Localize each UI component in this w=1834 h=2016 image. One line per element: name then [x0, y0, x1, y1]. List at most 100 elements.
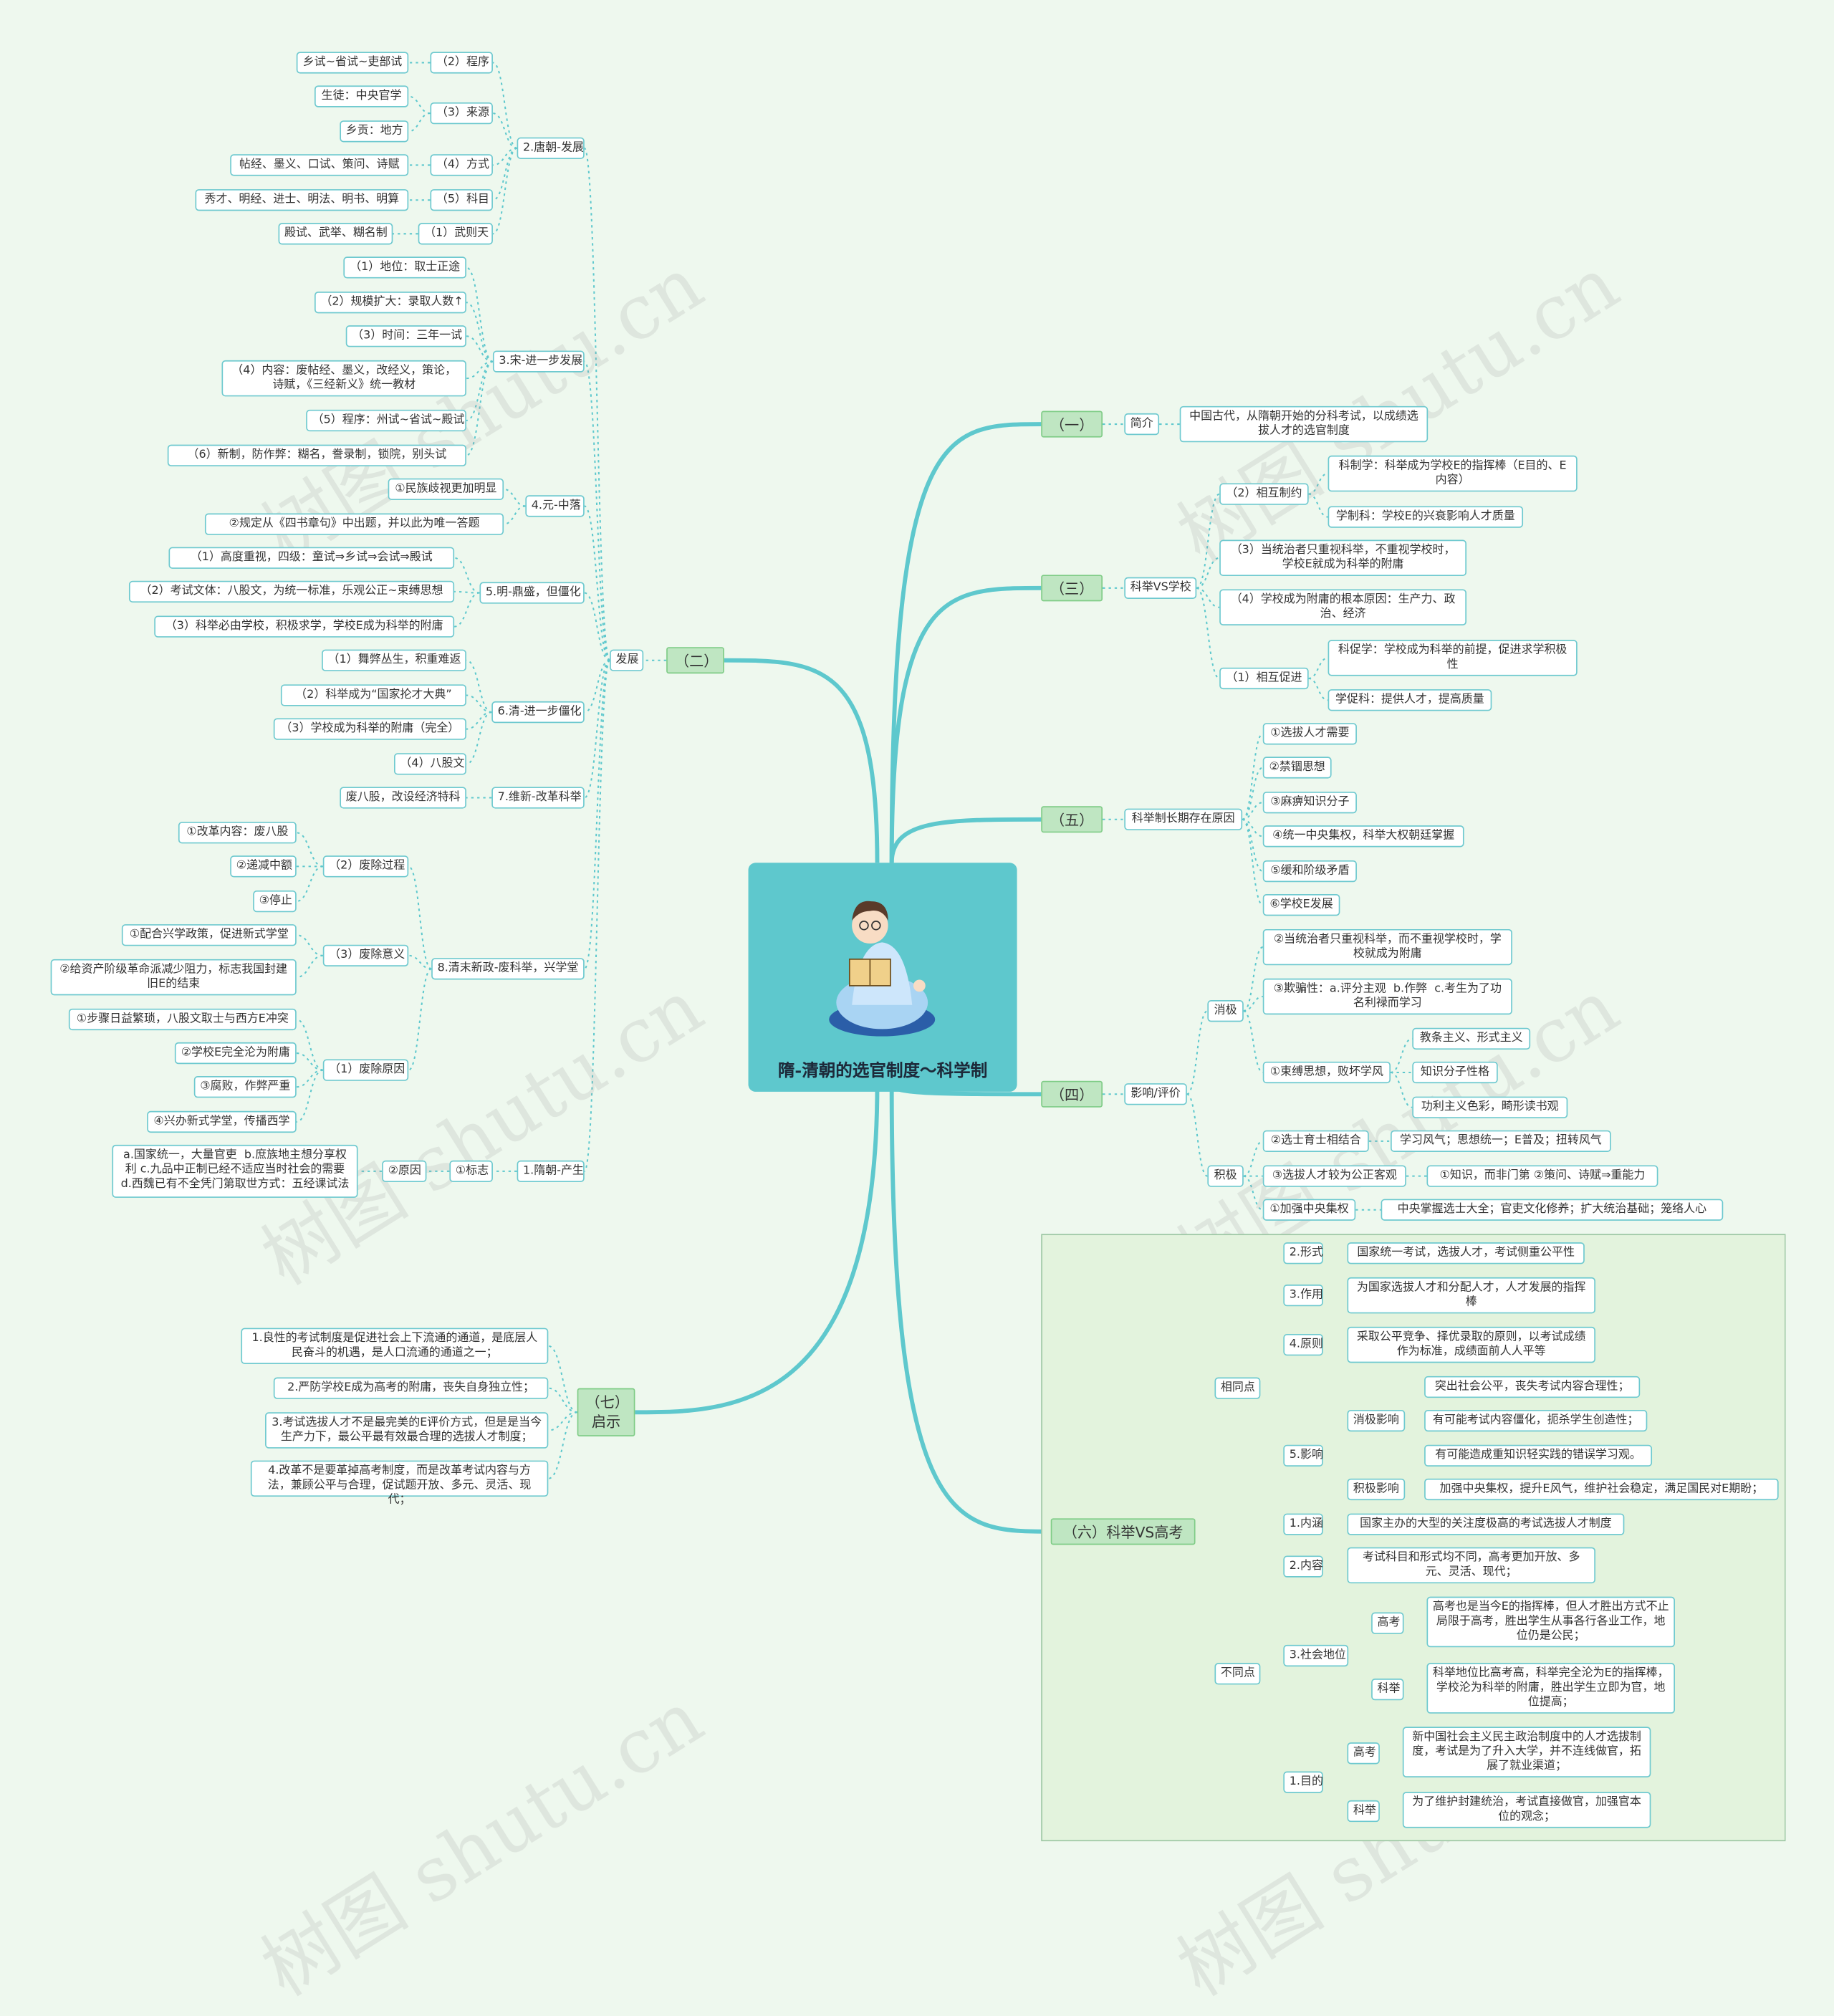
- node-w2[interactable]: ②禁锢思想: [1262, 757, 1332, 779]
- node-q-1[interactable]: （1）舞弊丛生，积重难返: [322, 649, 466, 671]
- node-s1b[interactable]: 学促科：提供人才，提高质量: [1328, 689, 1492, 711]
- node-wu-h[interactable]: 科举制长期存在原因: [1124, 808, 1243, 830]
- node-er[interactable]: （二）: [666, 647, 724, 674]
- node-xt3a[interactable]: 为国家选拔人才和分配人才，人才发展的指挥棒: [1347, 1277, 1595, 1314]
- node-xt1[interactable]: 1.内涵: [1283, 1513, 1323, 1535]
- node-bt3k[interactable]: 科举: [1371, 1679, 1404, 1701]
- node-t2[interactable]: （2）程序: [430, 52, 493, 74]
- node-xt5[interactable]: 5.影响: [1283, 1444, 1323, 1467]
- node-yi[interactable]: （一）: [1041, 411, 1103, 438]
- node-qm3b[interactable]: ②给资产阶级革命派减少阻力，标志我国封建旧E的结束: [50, 959, 297, 996]
- node-qm2b[interactable]: ②递减中额: [230, 855, 297, 878]
- node-xt1a[interactable]: 国家主办的大型的关注度极高的考试选拔人才制度: [1347, 1513, 1625, 1535]
- node-sui2[interactable]: ②原因: [382, 1160, 427, 1183]
- node-liu[interactable]: （六）科举VS高考: [1050, 1518, 1196, 1545]
- node-ming[interactable]: 5.明-鼎盛，但僵化: [479, 582, 585, 604]
- node-w5[interactable]: ⑤缓和阶级矛盾: [1262, 860, 1357, 883]
- node-qm3a[interactable]: ①配合兴学政策，促进新式学堂: [121, 924, 297, 946]
- node-t1[interactable]: （1）武则天: [418, 223, 493, 245]
- node-wu[interactable]: （五）: [1041, 806, 1103, 833]
- node-xt[interactable]: 相同点: [1214, 1377, 1261, 1399]
- node-sg2[interactable]: （2）规模扩大：录取人数↑: [315, 292, 466, 314]
- node-jj2[interactable]: ②选士育士相结合: [1262, 1130, 1369, 1152]
- node-t3a[interactable]: 生徒：中央官学: [315, 85, 409, 107]
- node-si-h[interactable]: 影响/评价: [1124, 1083, 1187, 1105]
- node-xt5j1[interactable]: 加强中央集权，提升E风气，维护社会稳定，满足国民对E期盼；: [1424, 1478, 1779, 1501]
- node-m1[interactable]: （1）高度重视，四级：童试⇒乡试⇒会试⇒殿试: [168, 547, 455, 569]
- node-sg1[interactable]: （1）地位：取士正途: [343, 256, 466, 279]
- node-xt5x2[interactable]: 有可能考试内容僵化，扼杀学生创造性；: [1424, 1409, 1648, 1432]
- node-jj1[interactable]: ①加强中央集权: [1262, 1199, 1356, 1221]
- node-qm1b[interactable]: ②学校E完全沦为附庸: [174, 1042, 297, 1065]
- node-xt5x[interactable]: 消极影响: [1347, 1409, 1406, 1432]
- node-yuan[interactable]: 4.元-中落: [525, 495, 585, 517]
- node-qm1c[interactable]: ③腐败，作弊严重: [193, 1076, 297, 1098]
- node-xt3[interactable]: 3.作用: [1283, 1285, 1323, 1307]
- node-q-2[interactable]: （2）科举成为“国家抡才大典”: [280, 684, 466, 706]
- node-san[interactable]: （三）: [1041, 575, 1103, 602]
- node-sg4[interactable]: （4）内容：废帖经、墨义，改经义，策论，诗赋，《三经新义》统一教材: [221, 360, 466, 397]
- node-q3[interactable]: 3.考试选拔人才不是最完美的E评价方式，但是是当今生产力下，最公平最有效最合理的…: [265, 1412, 549, 1449]
- node-y1[interactable]: ①民族歧视更加明显: [388, 478, 504, 501]
- node-t5[interactable]: （5）科目: [430, 189, 493, 211]
- node-jj1a[interactable]: 中央掌握选士大全；官吏文化修养；扩大统治基础；笼络人心: [1381, 1199, 1724, 1221]
- node-wxa[interactable]: 废八股，改设经济特科: [340, 787, 466, 809]
- node-q2[interactable]: 2.严防学校E成为高考的附庸，丧失自身独立性；: [273, 1377, 549, 1399]
- node-qing[interactable]: 6.清-进一步僵化: [491, 701, 585, 724]
- node-si[interactable]: （四）: [1041, 1080, 1103, 1108]
- node-jj3[interactable]: ③选拔人才较为公正客观: [1262, 1165, 1406, 1187]
- node-bt3ga[interactable]: 高考也是当今E的指挥棒，但人才胜出方式不止局限于高考，胜出学生从事各行各业工作，…: [1426, 1596, 1675, 1648]
- node-q1[interactable]: 1.良性的考试制度是促进社会上下流通的通道，是底层人民奋斗的机遇，是人口流通的通…: [241, 1328, 549, 1365]
- node-w3[interactable]: ③麻痹知识分子: [1262, 792, 1357, 814]
- node-bt3[interactable]: 3.社会地位: [1283, 1644, 1349, 1667]
- node-xj[interactable]: 消极: [1207, 1000, 1244, 1022]
- node-bt2a[interactable]: 考试科目和形式均不同，高考更加开放、多元、灵活、现代；: [1347, 1547, 1595, 1584]
- node-jj2a[interactable]: 学习风气；思想统一；E普及；扭转风气: [1391, 1130, 1611, 1152]
- node-s2a[interactable]: 科制学：科举成为学校E的指挥棒（E目的、E内容）: [1328, 455, 1578, 492]
- node-xt5x3[interactable]: 有可能造成重知识轻实践的错误学习观。: [1424, 1444, 1653, 1467]
- node-t1a[interactable]: 殿试、武举、糊名制: [278, 223, 393, 245]
- node-s1[interactable]: （1）相互促进: [1219, 667, 1309, 690]
- central-topic[interactable]: 隋-清朝的选官制度～科学制: [748, 863, 1017, 1092]
- node-qm3[interactable]: （3）废除意义: [322, 944, 409, 966]
- node-qm1[interactable]: （1）废除原因: [322, 1059, 409, 1081]
- node-sg6[interactable]: （6）新制，防作弊：糊名，誊录制，锁院，别头试: [167, 444, 466, 466]
- node-bt2[interactable]: 2.内容: [1283, 1555, 1323, 1578]
- node-t5a[interactable]: 秀才、明经、进士、明法、明书、明算: [195, 189, 409, 211]
- node-sg5[interactable]: （5）程序：州试~省试~殿试: [306, 409, 466, 432]
- node-sui1[interactable]: ①标志: [449, 1160, 493, 1183]
- node-m2[interactable]: （2）考试文体：八股文，为统一标准，乐观公正~束缚思想: [128, 580, 455, 603]
- node-song[interactable]: 3.宋-进一步发展: [492, 350, 585, 373]
- node-sui[interactable]: 1.隋朝-产生: [517, 1160, 585, 1183]
- node-t[interactable]: 2.唐朝-发展: [517, 137, 585, 160]
- node-qm2[interactable]: （2）废除过程: [322, 855, 409, 878]
- node-sg3[interactable]: （3）时间：三年一试: [345, 325, 466, 347]
- node-xj1a[interactable]: 教条主义、形式主义: [1412, 1027, 1531, 1050]
- node-qm1a[interactable]: ①步骤日益繁琐，八股文取士与西方E冲突: [68, 1008, 297, 1031]
- node-xt2[interactable]: 2.形式: [1283, 1242, 1323, 1264]
- node-t3[interactable]: （3）来源: [430, 102, 493, 125]
- node-t3b[interactable]: 乡贡：地方: [340, 120, 409, 143]
- node-xt5x1[interactable]: 突出社会公平，丧失考试内容合理性；: [1424, 1376, 1641, 1398]
- node-bt1g[interactable]: 高考: [1347, 1742, 1380, 1765]
- node-s3[interactable]: （3）当统治者只重视科举，不重视学校时，学校E就成为科举的附庸: [1219, 539, 1466, 576]
- node-yi-jj[interactable]: 简介: [1124, 413, 1160, 436]
- node-xt5j[interactable]: 积极影响: [1347, 1478, 1406, 1501]
- node-xt4[interactable]: 4.原则: [1283, 1333, 1323, 1356]
- node-xj1b[interactable]: 知识分子性格: [1412, 1061, 1498, 1084]
- node-t4a[interactable]: 帖经、墨义、口试、策问、诗赋: [230, 154, 409, 176]
- node-m3[interactable]: （3）科举必由学校，积极求学，学校E成为科举的附庸: [154, 615, 455, 638]
- node-bt3g[interactable]: 高考: [1371, 1612, 1404, 1634]
- node-q-3[interactable]: （3）学校成为科举的附庸（完全）: [273, 718, 466, 740]
- node-sui2a[interactable]: a.国家统一，大量官吏 b.庶族地主想分享权利 c.九品中正制已经不适应当时社会…: [112, 1144, 358, 1198]
- node-wx[interactable]: 7.维新-改革科举: [491, 787, 585, 809]
- node-bt[interactable]: 不同点: [1214, 1663, 1261, 1685]
- node-s2[interactable]: （2）相互制约: [1219, 483, 1309, 505]
- node-bt1k[interactable]: 科举: [1347, 1800, 1380, 1823]
- node-san-h[interactable]: 科举VS学校: [1124, 577, 1197, 599]
- node-w1[interactable]: ①选拔人才需要: [1262, 723, 1357, 745]
- node-q4[interactable]: 4.改革不是要革掉高考制度，而是改革考试内容与方法，兼顾公平与合理，促试题开放、…: [250, 1460, 549, 1507]
- node-qi[interactable]: （七） 启示: [577, 1388, 635, 1436]
- node-jj[interactable]: 积极: [1207, 1165, 1244, 1187]
- node-bt1[interactable]: 1.目的: [1283, 1771, 1323, 1793]
